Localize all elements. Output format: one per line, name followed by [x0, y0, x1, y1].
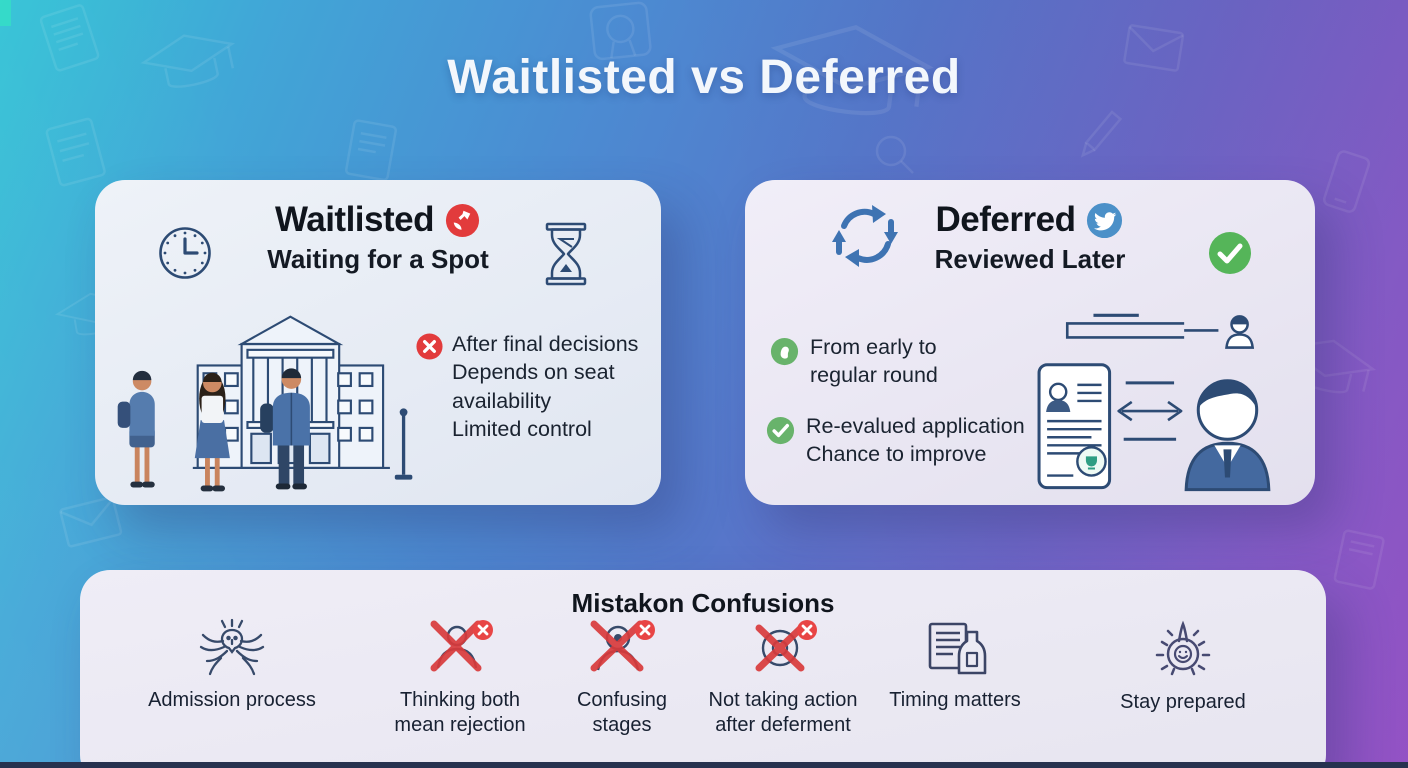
small-person-icon [1225, 315, 1255, 349]
person-crossed-icon [430, 620, 493, 672]
document-watermark-icon [345, 119, 397, 182]
cross-circle-icon [416, 333, 443, 360]
document-watermark-icon [39, 4, 100, 72]
waitlisted-bullets: After final decisions Depends on seat av… [415, 330, 655, 444]
deferred-card: Deferred Reviewed Later From early to [745, 180, 1315, 505]
deferred-bullet-1: From early to regular round [769, 334, 938, 390]
hourglass-icon [545, 222, 587, 286]
confusion-item: Not taking action after deferment [678, 618, 888, 738]
confusion-item: Confusing stages [517, 618, 727, 738]
phone-watermark-icon [1323, 150, 1371, 213]
confusions-title: Mistakon Confusions [571, 588, 835, 618]
spider-process-icon [199, 618, 265, 676]
waitlisted-bullet-line: Limited control [452, 417, 592, 442]
stanchion-pole [394, 408, 413, 480]
deferred-bullet-line: Chance to improve [806, 441, 987, 466]
pencil-watermark-icon [1080, 110, 1123, 158]
twitter-bird-badge-icon [1087, 202, 1123, 238]
envelope-watermark-icon [1123, 24, 1185, 72]
confusion-label: Confusing stages [576, 689, 668, 736]
graduation-cap-watermark-icon [770, 25, 934, 116]
deferred-subtitle: Reviewed Later [934, 244, 1126, 274]
confusion-label: Thinking both mean rejection [394, 689, 526, 736]
envelope-watermark-icon [59, 496, 123, 548]
badge-watermark-icon [589, 1, 652, 61]
page-title: Waitlisted vs Deferred [447, 51, 961, 104]
green-dot-circle-icon [770, 337, 799, 366]
graduation-cap-watermark-icon [140, 34, 236, 88]
application-document [1037, 363, 1112, 490]
confusion-item: Timing matters [850, 618, 1060, 713]
deferred-card-header: Deferred Reviewed Later [745, 200, 1315, 275]
confusion-item: Stay prepared [1078, 618, 1288, 715]
deferred-bullet-2: Re-evalued application Chance to improve [765, 413, 1025, 469]
admissions-officer [1184, 379, 1271, 492]
confusion-item: Thinking both mean rejection [355, 618, 565, 738]
waitlisted-bullet-line: Depends on seat availability [452, 360, 615, 413]
clock-icon [159, 227, 211, 279]
confusions-card: Mistakon Confusions Admission process [80, 570, 1326, 768]
deferred-title: Deferred [935, 200, 1076, 239]
book-watermark-icon [1333, 529, 1385, 590]
waitlisted-title: Waitlisted [275, 200, 435, 239]
rejected-badge-icon [445, 203, 480, 237]
target-crossed-icon [755, 620, 817, 672]
deferred-bullet-line: Re-evalued application [806, 414, 1025, 438]
magnifier-watermark-icon [875, 135, 914, 174]
student-3 [260, 368, 310, 490]
waitlisted-card-header: Waitlisted Waiting for a Spot [95, 200, 661, 275]
confusion-label: Timing matters [889, 689, 1021, 711]
student-2 [194, 372, 230, 492]
green-check-circle-icon [1209, 232, 1251, 274]
sun-smiley-icon [1155, 620, 1211, 676]
confusion-label: Admission process [148, 689, 316, 711]
document-stamp-icon [928, 622, 987, 675]
bottom-border [0, 762, 1408, 768]
green-check-bullet-icon [766, 416, 795, 445]
document-watermark-icon [45, 117, 106, 187]
corner-accent [0, 0, 11, 26]
students-queue-illustration [117, 315, 413, 492]
confusion-label: Not taking action after deferment [708, 689, 858, 736]
deferred-bullet-line: From early to [810, 335, 937, 359]
person-confused-crossed-icon [590, 620, 655, 672]
waitlisted-card: Waitlisted Waiting for a Spot [95, 180, 661, 505]
waitlisted-subtitle: Waiting for a Spot [267, 244, 489, 274]
confusion-item: Admission process [127, 618, 337, 713]
confusion-label: Stay prepared [1120, 691, 1246, 713]
deferred-bullet-line: regular round [810, 362, 938, 387]
application-review-illustration [1037, 313, 1271, 492]
waitlisted-bullet-line: After final decisions [452, 332, 639, 356]
student-1 [117, 370, 155, 488]
refresh-cycle-icon [832, 205, 898, 267]
